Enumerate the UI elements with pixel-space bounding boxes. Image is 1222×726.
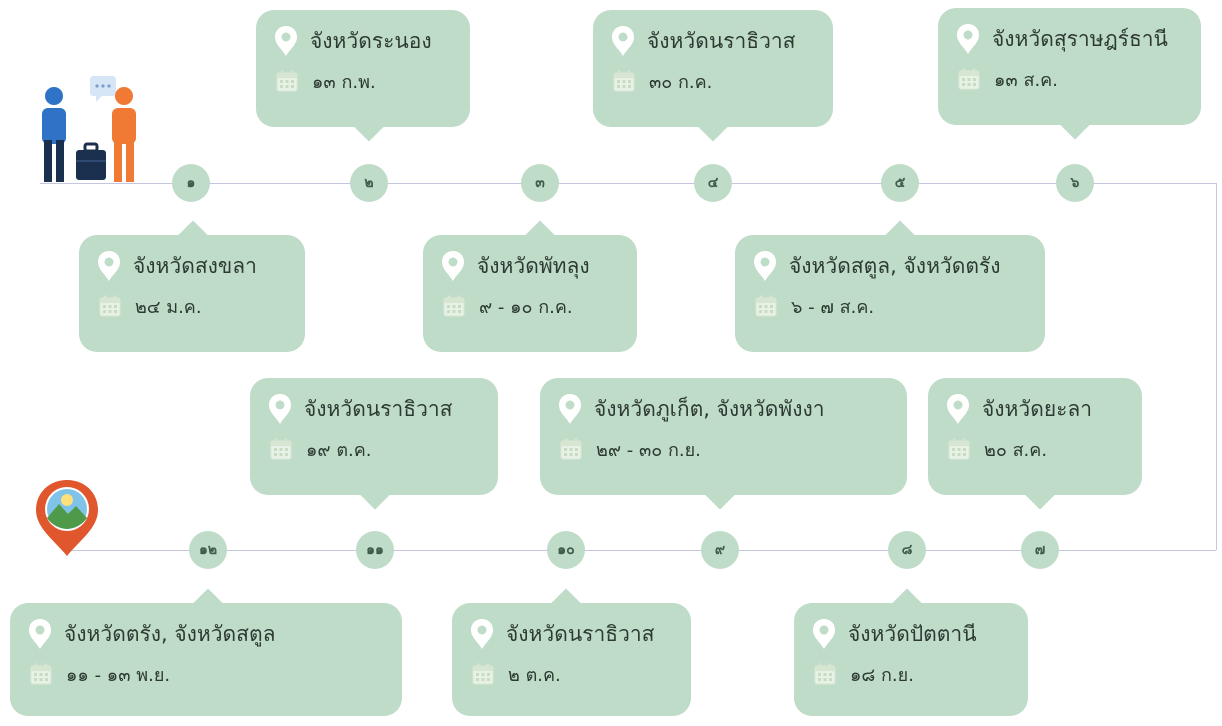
stop-callout-2: จังหวัดระนอง ๑๓ ก.พ.: [256, 10, 470, 127]
stop-province: จังหวัดสุราษฎร์ธานี: [992, 26, 1168, 51]
stop-callout-5: จังหวัดสตูล, จังหวัดตรัง ๖ - ๗ ส.ค.: [735, 235, 1045, 352]
stop-province: จังหวัดระนอง: [310, 28, 432, 53]
stop-callout-4: จังหวัดนราธิวาส ๓๐ ก.ค.: [593, 10, 833, 127]
location-pin-icon: [470, 618, 494, 650]
stop-date: ๑๓ ก.พ.: [312, 71, 376, 93]
stop-date: ๑๑ - ๑๓ พ.ย.: [66, 664, 171, 686]
calendar-icon: [560, 438, 582, 460]
stop-province: จังหวัดนราธิวาส: [647, 28, 796, 53]
timeline-node-10: ๑๐: [547, 531, 585, 569]
calendar-icon: [443, 295, 465, 317]
stop-province: จังหวัดพัทลุง: [477, 253, 590, 278]
calendar-icon: [948, 438, 970, 460]
calendar-icon: [755, 295, 777, 317]
location-pin-icon: [97, 250, 121, 282]
stop-province: จังหวัดนราธิวาส: [506, 621, 655, 646]
stop-province: จังหวัดนราธิวาส: [304, 396, 453, 421]
stop-date: ๑๙ ต.ค.: [306, 439, 372, 461]
location-pin-icon: [268, 393, 292, 425]
stop-date: ๙ - ๑๐ ก.ค.: [479, 296, 573, 318]
calendar-icon: [613, 70, 635, 92]
calendar-icon: [270, 438, 292, 460]
timeline-top-line: [40, 183, 1216, 184]
timeline-node-11: ๑๑: [356, 531, 394, 569]
stop-callout-12: จังหวัดตรัง, จังหวัดสตูล ๑๑ - ๑๓ พ.ย.: [10, 603, 402, 716]
location-pin-icon: [611, 25, 635, 57]
stop-callout-3: จังหวัดพัทลุง ๙ - ๑๐ ก.ค.: [423, 235, 637, 352]
stop-date: ๓๐ ก.ค.: [649, 71, 713, 93]
timeline-right-connector: [1216, 183, 1217, 550]
timeline-node-6: ๖: [1056, 164, 1094, 202]
timeline-node-4: ๔: [694, 164, 732, 202]
location-pin-icon: [753, 250, 777, 282]
stop-province: จังหวัดภูเก็ต, จังหวัดพังงา: [594, 396, 825, 421]
location-pin-icon: [946, 393, 970, 425]
location-pin-icon: [558, 393, 582, 425]
stop-date: ๑๓ ส.ค.: [994, 69, 1058, 91]
stop-date: ๑๘ ก.ย.: [850, 664, 914, 686]
timeline-node-12: ๑๒: [189, 531, 227, 569]
stop-province: จังหวัดสงขลา: [133, 253, 257, 278]
stop-callout-10: จังหวัดนราธิวาส ๒ ต.ค.: [452, 603, 691, 716]
stop-province: จังหวัดยะลา: [982, 396, 1093, 421]
stop-province: จังหวัดปัตตานี: [848, 621, 977, 646]
timeline-node-9: ๙: [701, 531, 739, 569]
calendar-icon: [276, 70, 298, 92]
stop-date: ๒ ต.ค.: [508, 664, 561, 686]
calendar-icon: [30, 663, 52, 685]
location-pin-icon: [28, 618, 52, 650]
stop-callout-9: จังหวัดภูเก็ต, จังหวัดพังงา ๒๙ - ๓๐ ก.ย.: [540, 378, 907, 495]
stop-province: จังหวัดสตูล, จังหวัดตรัง: [789, 253, 1001, 278]
calendar-icon: [99, 295, 121, 317]
calendar-icon: [958, 68, 980, 90]
stop-callout-6: จังหวัดสุราษฎร์ธานี ๑๓ ส.ค.: [938, 8, 1201, 125]
timeline-node-5: ๕: [881, 164, 919, 202]
stop-date: ๒๐ ส.ค.: [984, 439, 1048, 461]
location-pin-icon: [441, 250, 465, 282]
timeline-node-7: ๗: [1021, 531, 1059, 569]
destination-pin-icon: [36, 480, 98, 556]
timeline-bottom-line: [66, 550, 1216, 551]
stop-province: จังหวัดตรัง, จังหวัดสตูล: [64, 621, 276, 646]
travelers-with-suitcase-icon: [42, 76, 136, 182]
stop-callout-1: จังหวัดสงขลา ๒๔ ม.ค.: [79, 235, 305, 352]
timeline-node-1: ๑: [172, 164, 210, 202]
calendar-icon: [472, 663, 494, 685]
location-pin-icon: [956, 23, 980, 55]
stop-callout-11: จังหวัดนราธิวาส ๑๙ ต.ค.: [250, 378, 498, 495]
stop-date: ๒๔ ม.ค.: [135, 296, 202, 318]
stop-callout-8: จังหวัดปัตตานี ๑๘ ก.ย.: [794, 603, 1028, 716]
stop-date: ๖ - ๗ ส.ค.: [791, 296, 875, 318]
stop-date: ๒๙ - ๓๐ ก.ย.: [596, 439, 701, 461]
calendar-icon: [814, 663, 836, 685]
timeline-node-2: ๒: [350, 164, 388, 202]
timeline-node-3: ๓: [521, 164, 559, 202]
location-pin-icon: [812, 618, 836, 650]
location-pin-icon: [274, 25, 298, 57]
timeline-node-8: ๘: [888, 531, 926, 569]
stop-callout-7: จังหวัดยะลา ๒๐ ส.ค.: [928, 378, 1142, 495]
